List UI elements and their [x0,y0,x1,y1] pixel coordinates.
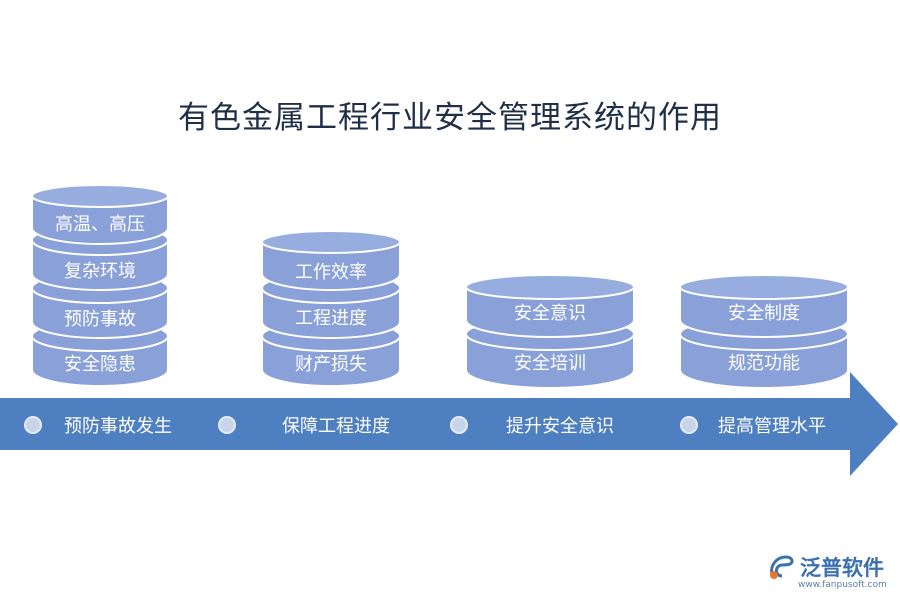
bullet-dot-icon [24,416,42,434]
timeline-stage-2: 保障工程进度 [218,412,390,438]
brand-logo: 泛普软件 [768,552,884,582]
timeline-stage-3: 提升安全意识 [450,412,614,438]
timeline-stage-4: 提高管理水平 [680,412,826,438]
disk-label: 高温、高压 [55,214,145,235]
stage-label: 预防事故发生 [64,416,172,437]
disk-label: 安全制度 [728,303,800,324]
disk-label: 工作效率 [295,262,367,283]
brand-mark-icon [770,555,794,579]
disk-label: 财产损失 [295,354,367,375]
cylinder-stack-2: 工作效率 工程进度 财产损失 [262,230,400,388]
disk-label: 安全隐患 [64,354,136,375]
brand-url: www.fanpusoft.com [798,580,887,590]
disk-label: 安全意识 [514,303,586,324]
bullet-dot-icon [450,416,468,434]
cylinder-stack-4: 安全制度 规范功能 [680,274,848,390]
stage-label: 提高管理水平 [718,416,826,437]
disk-label: 预防事故 [64,309,136,330]
page-title: 有色金属工程行业安全管理系统的作用 [178,100,722,136]
timeline-arrow [0,372,900,480]
stage-label: 提升安全意识 [506,416,614,437]
brand-name: 泛普软件 [800,556,884,580]
disk-label: 安全培训 [514,353,586,374]
disk-label: 工程进度 [295,308,367,329]
timeline-stage-1: 预防事故发生 [24,412,172,438]
disk-label: 规范功能 [728,353,800,374]
stage-label: 保障工程进度 [282,416,390,437]
cylinder-stack-3: 安全意识 安全培训 [466,274,634,390]
bullet-dot-icon [218,416,236,434]
disk-label: 复杂环境 [64,261,136,282]
bullet-dot-icon [680,416,698,434]
cylinder-stack-1: 高温、高压 复杂环境 预防事故 安全隐患 [32,184,168,388]
